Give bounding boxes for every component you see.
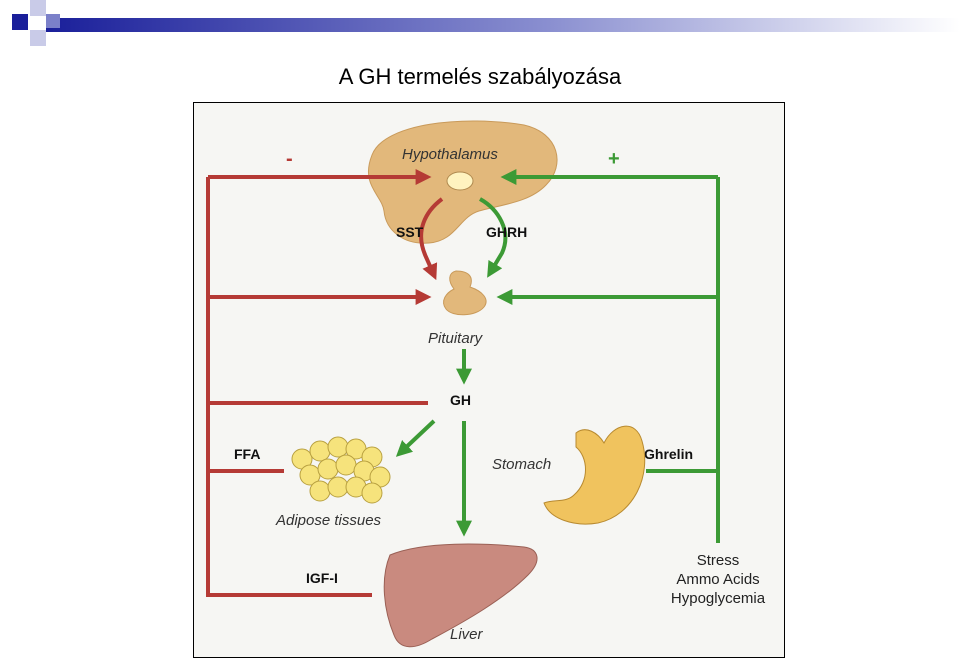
hypothalamus-label: Hypothalamus bbox=[402, 146, 498, 163]
hypothalamus-nucleus bbox=[446, 171, 474, 191]
header-square-lavender bbox=[30, 0, 46, 16]
stomach-label: Stomach bbox=[492, 456, 551, 473]
gh-label: GH bbox=[450, 392, 471, 408]
header-square-mid bbox=[46, 14, 60, 28]
diagram-frame: Hypothalamus Pituitary - + SST GHRH GH F… bbox=[193, 102, 785, 658]
negative-sign: - bbox=[286, 148, 293, 170]
sst-arrow bbox=[419, 197, 444, 281]
ghrh-arrow bbox=[478, 197, 508, 278]
stimulatory-paths bbox=[395, 169, 720, 543]
inhibitory-feedback-paths bbox=[206, 169, 444, 597]
red-left-vertical bbox=[206, 177, 372, 597]
ghrelin-label: Ghrelin bbox=[644, 446, 693, 462]
stimulus-amino-acids: Ammo Acids bbox=[676, 571, 759, 588]
stomach-shape bbox=[543, 425, 646, 525]
ghrh-label: GHRH bbox=[486, 224, 527, 240]
stimulus-stress: Stress bbox=[697, 552, 740, 569]
liver-label: Liver bbox=[450, 626, 484, 643]
header-square-navy bbox=[12, 14, 28, 30]
gh-to-adipose-arrow bbox=[395, 419, 436, 457]
igf-label: IGF-I bbox=[306, 570, 338, 586]
sst-label: SST bbox=[396, 224, 424, 240]
adipose-tissue-cluster bbox=[291, 436, 391, 504]
header-gradient-band bbox=[46, 18, 960, 32]
liver-shape bbox=[383, 543, 538, 648]
gh-regulation-diagram: Hypothalamus Pituitary - + SST GHRH GH F… bbox=[206, 120, 766, 648]
pituitary-label: Pituitary bbox=[428, 330, 484, 347]
ffa-label: FFA bbox=[234, 446, 260, 462]
slide-header-bar bbox=[12, 0, 960, 46]
adipose-label: Adipose tissues bbox=[275, 512, 382, 529]
slide-title: A GH termelés szabályozása bbox=[338, 64, 622, 89]
positive-sign: + bbox=[608, 148, 620, 170]
pituitary-shape bbox=[443, 270, 487, 316]
header-square-lavender-2 bbox=[30, 30, 46, 46]
stimulus-hypoglycemia: Hypoglycemia bbox=[671, 590, 766, 607]
